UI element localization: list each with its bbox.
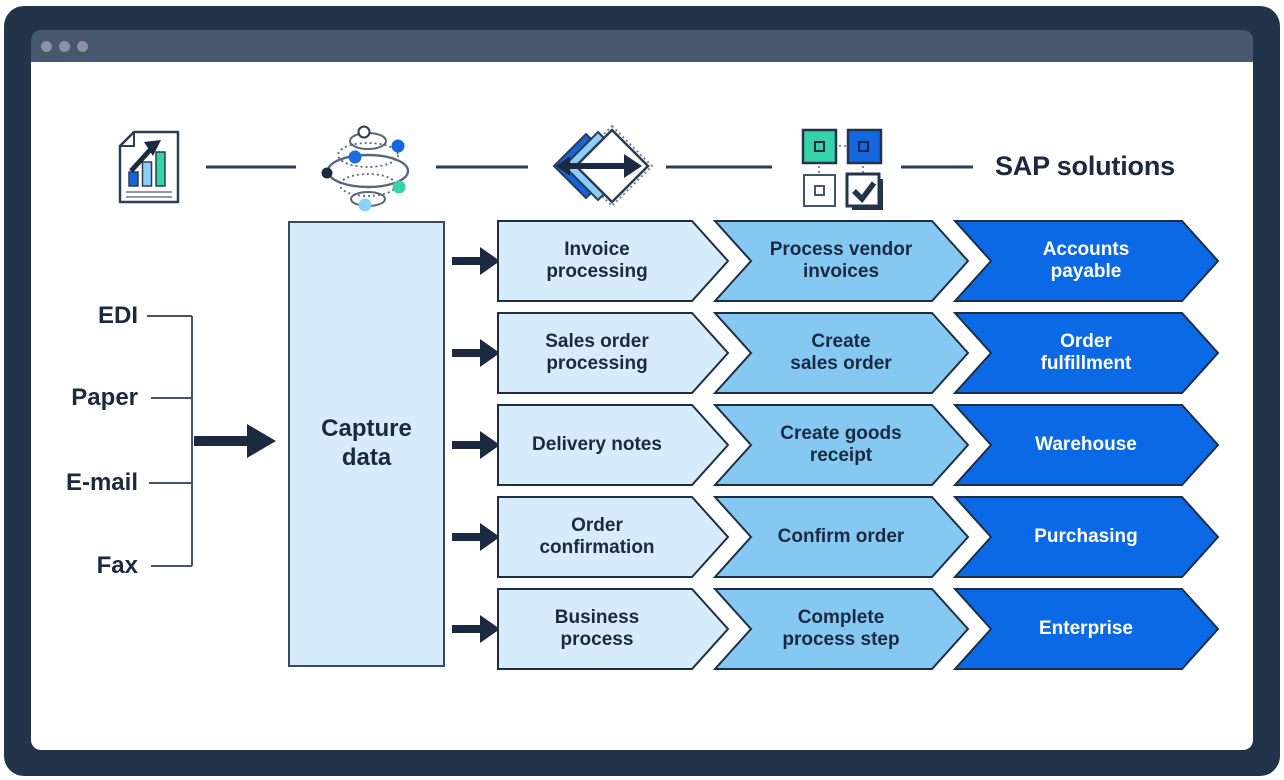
solution-chevron-label: Order fulfillment <box>1040 330 1132 374</box>
window-control-dot <box>59 40 70 52</box>
process-row-shapes <box>452 312 1220 394</box>
action-chevron-label: Process vendor invoices <box>769 238 913 282</box>
solution-chevron-label: Enterprise <box>1039 617 1133 639</box>
row-arrow-icon <box>452 247 500 275</box>
process-row-shapes <box>452 588 1220 670</box>
input-chevron-label: Sales order processing <box>545 330 649 374</box>
process-row-shapes <box>452 496 1220 578</box>
process-row: Invoice processing Process vendor invoic… <box>450 220 1225 302</box>
input-chevron-label: Business process <box>554 606 640 650</box>
action-chevron-label: Confirm order <box>777 525 905 547</box>
source-bracket <box>147 315 193 567</box>
source-label-paper: Paper <box>71 384 138 411</box>
solution-grid-icon <box>801 128 883 210</box>
capture-data-box: Capture data <box>288 221 445 667</box>
window-titlebar <box>31 30 1253 62</box>
data-orbit-icon <box>321 125 410 212</box>
action-chevron-label: Create sales order <box>790 330 892 374</box>
process-row-shapes <box>452 220 1220 302</box>
source-label-fax: Fax <box>96 552 138 579</box>
action-chevron-label: Complete process step <box>782 606 900 650</box>
solution-chevron-label: Warehouse <box>1035 433 1137 455</box>
row-arrow-icon <box>452 523 500 551</box>
process-row: Order confirmation Confirm order Purchas… <box>450 496 1225 578</box>
input-chevron-label: Delivery notes <box>532 433 662 455</box>
row-arrow-icon <box>452 615 500 643</box>
window-control-dot <box>41 40 52 52</box>
solution-chevron-label: Purchasing <box>1034 525 1138 547</box>
source-label-edi: EDI <box>97 302 138 329</box>
source-label-email: E-mail <box>65 469 138 496</box>
action-chevron-label: Create goods receipt <box>780 422 902 466</box>
process-row-shapes <box>452 404 1220 486</box>
document-chart-icon <box>118 130 180 204</box>
sap-solutions-title: SAP solutions <box>995 151 1175 181</box>
process-row: Business process Complete process step E… <box>450 588 1225 670</box>
window-control-dot <box>77 40 88 52</box>
solution-chevron-label: Accounts payable <box>1042 238 1130 282</box>
process-row: Sales order processing Create sales orde… <box>450 312 1225 394</box>
transfer-diamonds-icon <box>552 124 654 208</box>
row-arrow-icon <box>452 431 500 459</box>
process-row: Delivery notes Create goods receipt Ware… <box>450 404 1225 486</box>
row-arrow-icon <box>452 339 500 367</box>
input-chevron-label: Order confirmation <box>539 514 655 558</box>
input-chevron-label: Invoice processing <box>546 238 648 282</box>
capture-input-arrow <box>194 424 276 458</box>
